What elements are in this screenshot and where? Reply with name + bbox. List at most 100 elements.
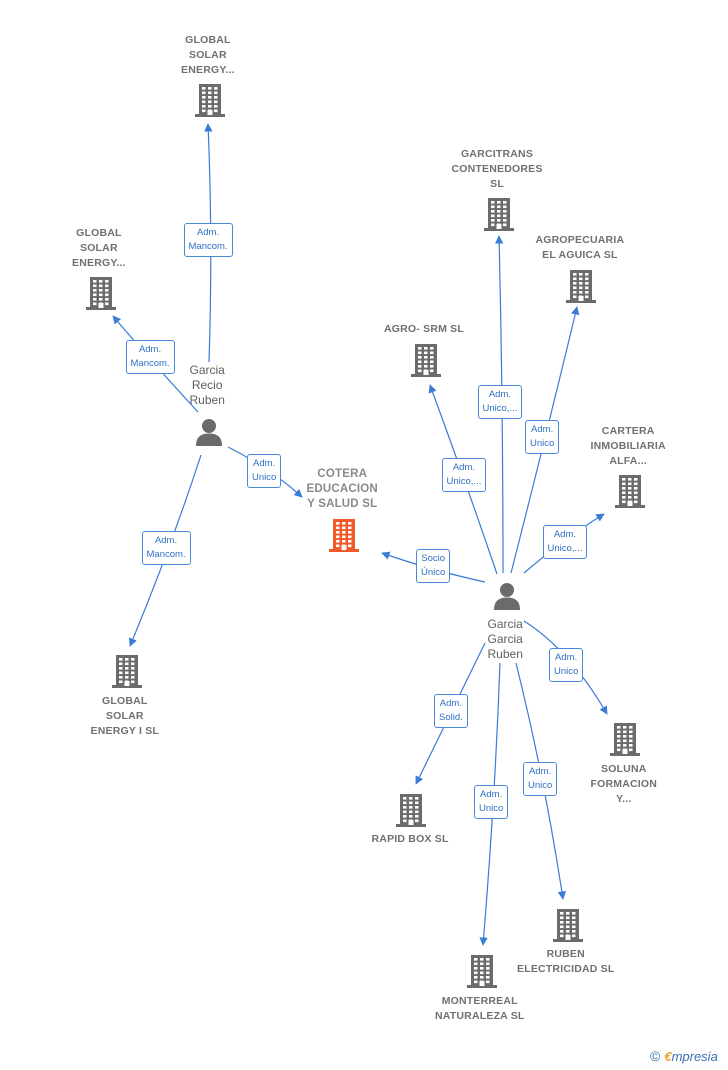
label-line: Garcia bbox=[487, 617, 523, 631]
company-agrosrm-label[interactable]: AGRO- SRM SL bbox=[384, 322, 464, 337]
edge-label-recio-global2[interactable]: Adm. Mancom. bbox=[125, 340, 175, 374]
label-line: SOLAR bbox=[79, 242, 118, 254]
brand-name: mpresia bbox=[671, 1049, 718, 1064]
company-agropecuaria-icon[interactable] bbox=[564, 268, 598, 309]
edge-label-line: Adm. bbox=[196, 227, 220, 238]
edge-label-line: Adm. bbox=[488, 389, 512, 400]
edge-label-garcia-garcitrans[interactable]: Adm.Unico,... bbox=[477, 385, 523, 419]
label-line: Ruben bbox=[189, 393, 225, 407]
edge-label-line: Mancom. bbox=[146, 549, 186, 560]
label-line: Ruben bbox=[487, 647, 523, 661]
label-line: ENERGY... bbox=[181, 64, 235, 76]
edge-label-line: Unico bbox=[479, 803, 504, 814]
edge-label-line: Adm. bbox=[439, 698, 462, 709]
label-line: SOLAR bbox=[105, 710, 144, 722]
company-cotera-icon[interactable] bbox=[327, 517, 361, 558]
brand-watermark: ©€mpresia bbox=[650, 1048, 718, 1064]
company-agropecuaria-label[interactable]: AGROPECUARIA EL AGUICA SL bbox=[536, 233, 625, 263]
label-line: AGROPECUARIA bbox=[535, 234, 625, 246]
label-line: GLOBAL bbox=[102, 695, 148, 707]
edge-label-garcia-agrosrm[interactable]: Adm. Unico,... bbox=[441, 458, 487, 492]
company-cartera-icon[interactable] bbox=[613, 473, 647, 514]
edge-label-garcia-soluna[interactable]: Adm. Unico bbox=[549, 648, 584, 682]
edge-label-line: Adm. bbox=[253, 458, 276, 469]
company-global1-icon[interactable] bbox=[193, 82, 227, 123]
company-garcitrans-icon[interactable] bbox=[482, 196, 516, 237]
edge-label-garcia-rapidbox[interactable]: Adm. Solid. bbox=[434, 694, 468, 728]
label-line: SOLAR bbox=[188, 49, 227, 61]
label-line: Y SALUD SL bbox=[307, 498, 378, 510]
company-global2-icon[interactable] bbox=[84, 275, 118, 316]
company-monterreal-icon[interactable] bbox=[465, 953, 499, 994]
edge-label-line: Unico,... bbox=[547, 543, 583, 554]
edge-label-line: Unico bbox=[554, 666, 579, 677]
label-line: GLOBAL bbox=[185, 34, 231, 46]
edge-label-line: Mancom. bbox=[130, 358, 170, 369]
label-line: COTERA bbox=[317, 468, 368, 480]
brand-letter: € bbox=[664, 1049, 672, 1064]
label-line: RUBEN bbox=[546, 948, 585, 960]
label-line: RAPID BOX SL bbox=[371, 833, 449, 845]
label-line: ENERGY I SL bbox=[90, 725, 160, 737]
label-line: Garcia bbox=[189, 363, 225, 377]
edge-label-line: Solid. bbox=[439, 712, 463, 723]
edge-label-garcia-ruben[interactable]: Adm. Unico bbox=[523, 762, 558, 796]
edge-label-line: Unico bbox=[252, 472, 277, 483]
label-line: Recio bbox=[191, 378, 223, 392]
label-line: GARCITRANS bbox=[461, 148, 534, 160]
edge-label-line: Adm. bbox=[480, 789, 503, 800]
edge-label-recio-global1[interactable]: Adm. Mancom. bbox=[183, 223, 233, 257]
company-soluna-label[interactable]: SOLUNA FORMACION Y... bbox=[591, 762, 658, 807]
edge-label-line: Adm. bbox=[154, 535, 178, 546]
edge-label-garcia-cartera[interactable]: Adm. Unico,... bbox=[542, 525, 588, 559]
edge-label-line: Mancom. bbox=[188, 241, 228, 252]
company-monterreal-label[interactable]: MONTERREAL NATURALEZA SL bbox=[435, 994, 525, 1024]
company-global3-label[interactable]: GLOBAL SOLAR ENERGY I SL bbox=[91, 694, 160, 739]
label-line: SOLUNA bbox=[601, 763, 647, 775]
edge-label-recio-global3[interactable]: Adm. Mancom. bbox=[141, 531, 191, 565]
edge-label-line: Adm. bbox=[452, 462, 476, 473]
label-line: NATURALEZA SL bbox=[435, 1010, 525, 1022]
company-ruben-icon[interactable] bbox=[551, 907, 585, 948]
company-ruben-label[interactable]: RUBEN ELECTRICIDAD SL bbox=[517, 947, 615, 977]
edge-label-garcia-agropecuaria[interactable]: Adm. Unico bbox=[525, 420, 560, 454]
label-line: CARTERA bbox=[601, 425, 655, 437]
company-global3-icon[interactable] bbox=[110, 653, 144, 694]
label-line: ELECTRICIDAD SL bbox=[517, 963, 615, 975]
label-line: AGRO- SRM SL bbox=[384, 323, 464, 335]
label-line: GLOBAL bbox=[76, 227, 122, 239]
edge-label-line: Adm. bbox=[529, 766, 552, 777]
company-global1-label[interactable]: GLOBAL SOLAR ENERGY... bbox=[181, 33, 235, 78]
edge-label-line: Único bbox=[421, 567, 446, 578]
company-agrosrm-icon[interactable] bbox=[409, 342, 443, 383]
copyright-symbol: © bbox=[650, 1048, 661, 1064]
label-line: Garcia bbox=[487, 632, 523, 646]
edge-label-recio-cotera[interactable]: Adm. Unico bbox=[247, 454, 282, 488]
edge-label-garcia-monterreal[interactable]: Adm. Unico bbox=[474, 785, 509, 819]
person-garcia-icon[interactable] bbox=[492, 581, 522, 616]
edge-label-line: Adm. bbox=[138, 344, 162, 355]
label-line: FORMACION bbox=[590, 778, 658, 790]
edge-label-line: Adm. bbox=[553, 529, 577, 540]
label-line: MONTERREAL bbox=[441, 995, 518, 1007]
edge-label-line: Adm. bbox=[555, 652, 578, 663]
company-soluna-icon[interactable] bbox=[608, 721, 642, 762]
label-line: EL AGUICA SL bbox=[542, 249, 618, 261]
edge-label-line: Adm. bbox=[531, 424, 554, 435]
edge-label-line: Unico bbox=[528, 780, 553, 791]
edge-label-line: Unico,... bbox=[446, 476, 482, 487]
edge-label-line: Unico bbox=[530, 438, 555, 449]
company-rapidbox-label[interactable]: RAPID BOX SL bbox=[372, 832, 449, 847]
company-rapidbox-icon[interactable] bbox=[394, 792, 428, 833]
person-recio-icon[interactable] bbox=[194, 417, 224, 452]
label-line: Y... bbox=[616, 793, 632, 805]
